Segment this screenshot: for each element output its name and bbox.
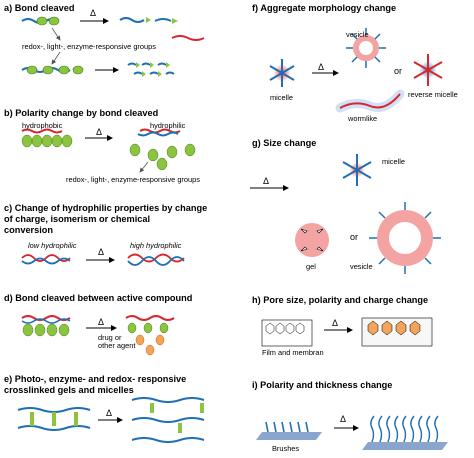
panel-i-title: i) Polarity and thickness change	[252, 380, 393, 390]
panel-d-delta: Δ	[98, 317, 105, 327]
panel-f-wormlike: wormlike	[348, 114, 378, 123]
panel-i-brushes: Brushes	[272, 444, 300, 453]
panel-c-art	[21, 253, 185, 266]
panel-a-delta: Δ	[90, 8, 97, 18]
panel-i-art	[256, 415, 448, 450]
panel-d-title: d) Bond cleaved between active compound	[4, 293, 193, 303]
panel-f-reverse-micelle: reverse micelle	[408, 90, 458, 99]
panel-a-art	[21, 16, 205, 77]
panel-f-art	[269, 28, 443, 113]
panel-b-title: b) Polarity change by bond cleaved	[4, 108, 159, 118]
panel-f-or: or	[394, 66, 403, 76]
panel-d-art	[21, 315, 175, 356]
panel-g-title: g) Size change	[252, 138, 317, 148]
panel-g-vesicle: vesicle	[350, 262, 373, 271]
panel-e-delta: Δ	[106, 408, 113, 418]
panel-e-title: e) Photo-, enzyme- and redox- responsive…	[4, 374, 187, 395]
panel-g-micelle: micelle	[382, 157, 405, 166]
panel-f-vesicle: vesicle	[346, 30, 369, 39]
panel-b-groups-label: redox-, light-, enzyme-responsive groups	[66, 175, 200, 184]
panel-a-groups-label: redox-, light-, enzyme-responsive groups	[22, 42, 156, 51]
panel-b-art	[21, 128, 196, 173]
panel-b-delta: Δ	[96, 127, 103, 137]
panel-g-or: or	[350, 232, 359, 242]
panel-g-gel: gel	[306, 262, 316, 271]
panel-f-title: f) Aggregate morphology change	[252, 3, 397, 13]
panel-c-title: c) Change of hydrophilic properties by c…	[4, 203, 208, 235]
panel-f-micelle: micelle	[270, 93, 293, 102]
panel-h-delta: Δ	[332, 318, 339, 328]
panel-b-hydrophilic: hydrophilic	[150, 121, 186, 130]
panel-h-film: Film and membran	[262, 348, 324, 357]
panel-c-delta: Δ	[98, 247, 105, 257]
panel-b-hydrophobic: hydrophobic	[22, 121, 63, 130]
panel-d-agent: drug or other agent	[98, 333, 136, 350]
panel-g-art	[250, 154, 441, 274]
panel-g-delta: Δ	[263, 176, 270, 186]
panel-h-title: h) Pore size, polarity and charge change	[252, 295, 429, 305]
panel-h-art	[261, 317, 433, 347]
panel-c-high: high hydrophilic	[130, 241, 182, 250]
panel-f-delta: Δ	[318, 62, 325, 72]
panel-a-title: a) Bond cleaved	[4, 3, 75, 13]
panel-e-art	[17, 397, 205, 443]
panel-c-low: low hydrophilic	[28, 241, 77, 250]
panel-i-delta: Δ	[340, 414, 347, 424]
